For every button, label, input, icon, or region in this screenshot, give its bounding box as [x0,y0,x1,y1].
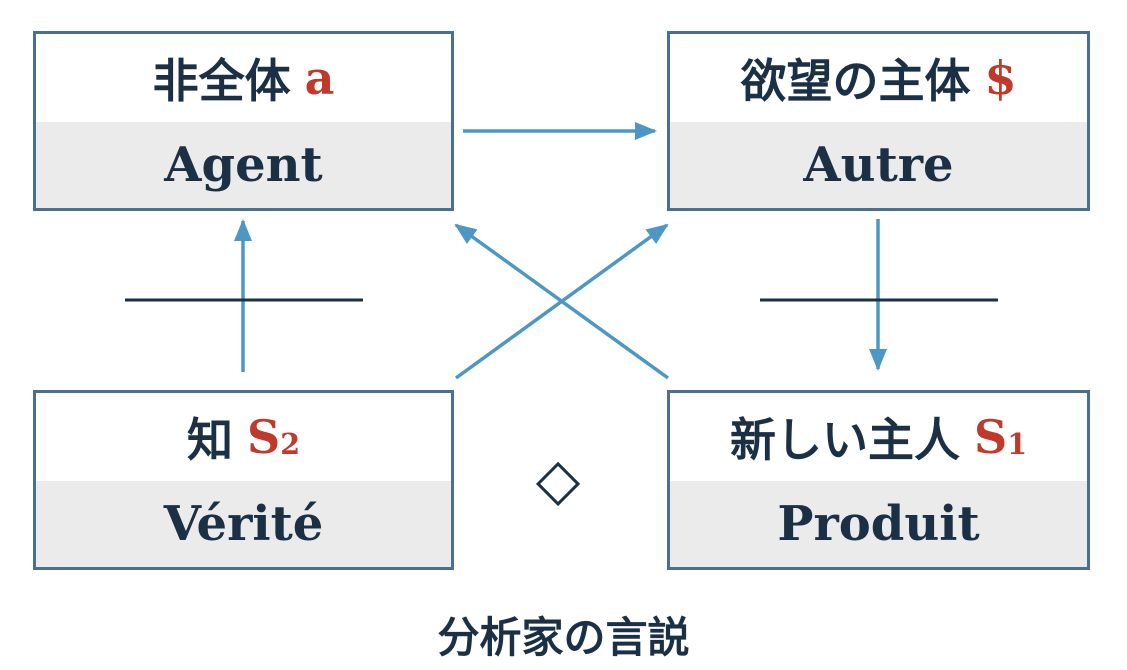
box-verite-label: Vérité [36,481,451,567]
box-agent-label: Agent [36,122,451,208]
box-autre-symbol: $ [984,51,1017,105]
box-autre-header: 欲望の主体 $ [670,34,1087,122]
box-autre: 欲望の主体 $ Autre [667,31,1090,211]
box-verite-header: 知 S2 [36,393,451,481]
box-verite-symbol-letter: S [246,410,281,464]
box-verite-title: 知 [186,413,233,467]
box-verite: 知 S2 Vérité [33,390,454,570]
diagram-caption: 分析家の言説 [437,613,690,662]
box-agent-title: 非全体 [152,54,291,108]
box-produit-title: 新しい主人 [729,413,960,467]
box-produit: 新しい主人 S1 Produit [667,390,1090,570]
box-produit-header: 新しい主人 S1 [670,393,1087,481]
box-produit-symbol: S1 [974,410,1027,464]
diamond-icon: ◇ [535,445,581,513]
box-agent-symbol: a [304,51,335,105]
box-agent: 非全体 a Agent [33,31,454,211]
box-autre-label: Autre [670,122,1087,208]
box-produit-label: Produit [670,481,1087,567]
box-produit-symbol-letter: S [973,410,1008,464]
box-agent-header: 非全体 a [36,34,451,122]
box-verite-symbol: S2 [247,410,300,464]
arrow-produit-to-agent [454,223,670,380]
box-produit-symbol-subscript: 1 [1007,427,1028,462]
box-verite-symbol-subscript: 2 [280,427,301,462]
box-autre-title: 欲望の主体 [740,54,971,108]
